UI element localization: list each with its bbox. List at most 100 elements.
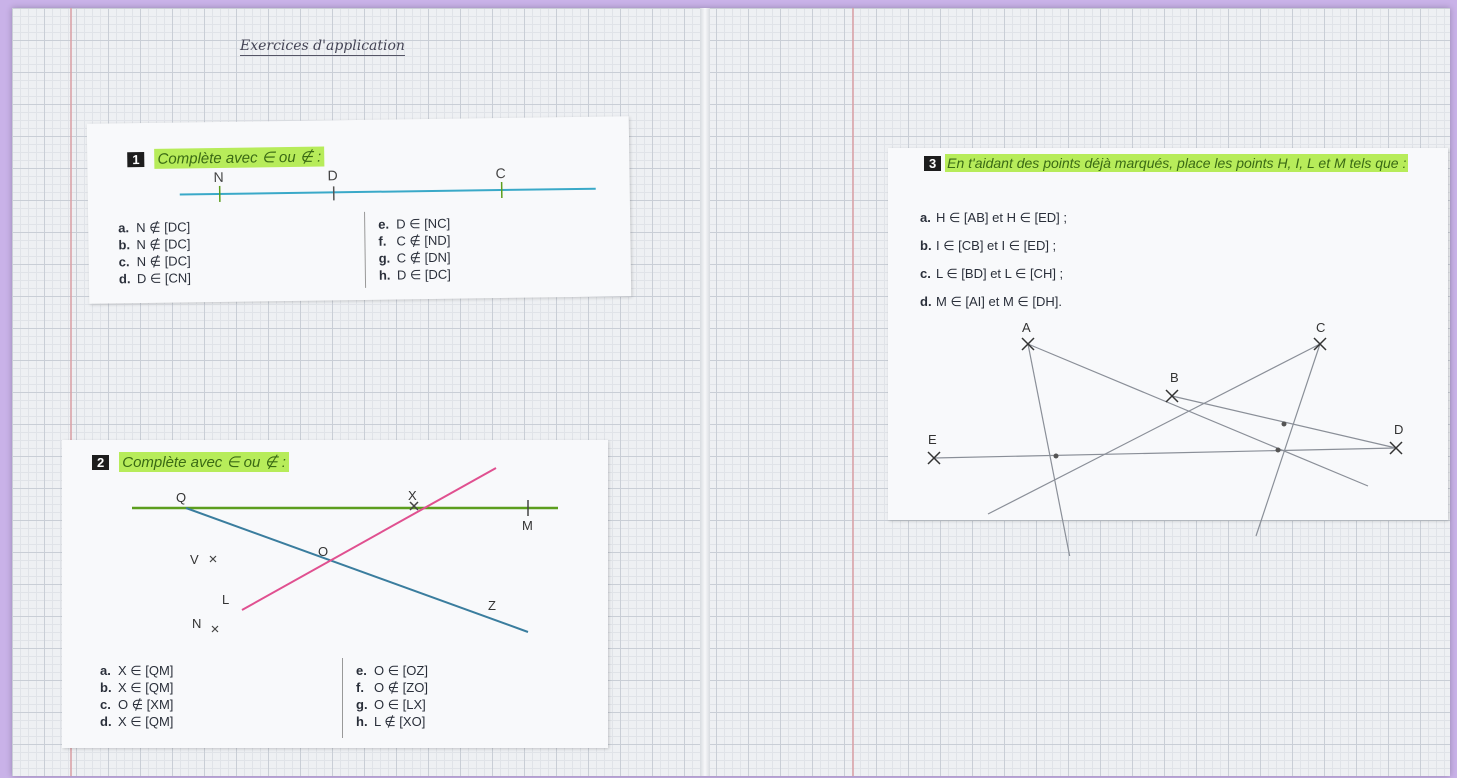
condition-row: c.L ∈ [BD] et L ∈ [CH] ; <box>920 260 1067 288</box>
right-page-margin-line <box>852 8 854 776</box>
answer-text: N ∉ [DC] <box>136 236 191 253</box>
answer-row: f.C ∉ [ND] <box>378 232 450 250</box>
exercise-2-figure: Q X M V O L N Z <box>132 467 558 633</box>
condition-letter: d. <box>920 294 932 309</box>
label-c: C <box>495 165 505 181</box>
answer-text: D ∈ [DC] <box>396 266 451 283</box>
label-e: E <box>928 432 937 447</box>
answer-text: L ∉ [XO] <box>374 714 426 729</box>
label-b: B <box>1170 370 1179 385</box>
exercise-3-header: 3 En t'aidant des points déjà marqués, p… <box>924 154 1436 172</box>
answer-letter: g. <box>356 697 368 712</box>
exercise-1-right-answers: e. D ∈ [NC] f.C ∉ [ND] g.C ∉ [DN] h. D ∈ [… <box>378 215 451 284</box>
point-i <box>1275 447 1281 453</box>
mark-c <box>1313 337 1327 351</box>
answer-row: d.D ∈ [CN] <box>119 269 191 287</box>
exercise-3-figure: A C B E D <box>927 320 1403 556</box>
mark-d <box>1389 441 1403 455</box>
answer-text: O ∉ [ZO] <box>374 680 428 695</box>
handwritten-title: Exercices d'application <box>240 38 405 56</box>
line-ndc <box>179 187 596 196</box>
answer-row: a. X ∈ [QM] <box>100 662 173 679</box>
answer-row: d.X ∈ [QM] <box>100 713 173 730</box>
point-l <box>1281 421 1287 427</box>
label-o: O <box>318 544 328 559</box>
exercise-3-card: 3 En t'aidant des points déjà marqués, p… <box>888 148 1448 556</box>
label-l: L <box>222 592 229 607</box>
label-q: Q <box>176 490 186 505</box>
answer-row: e. O ∈ [OZ] <box>356 662 428 679</box>
line-ab-extended <box>1027 343 1369 487</box>
label-v: V <box>190 552 199 567</box>
answer-text: O ∈ [OZ] <box>374 663 428 678</box>
answer-letter: c. <box>118 254 130 270</box>
condition-text: H ∈ [AB] et H ∈ [ED] ; <box>936 210 1068 225</box>
exercise-3-items: a. H ∈ [AB] et H ∈ [ED] ; b. I ∈ [CB] et I… <box>920 204 1067 316</box>
condition-row: b. I ∈ [CB] et I ∈ [ED] ; <box>920 232 1067 260</box>
exercise-2-instruction: Complète avec ∈ ou ∉ : <box>119 452 289 472</box>
exercise-3-instruction: En t'aidant des points déjà marqués, pla… <box>945 154 1409 172</box>
condition-text: L ∈ [BD] et L ∈ [CH] ; <box>936 266 1064 281</box>
answer-row: b. X ∈ [QM] <box>100 679 173 696</box>
answer-text: O ∈ [LX] <box>374 697 426 712</box>
answer-row: e. D ∈ [NC] <box>378 215 450 233</box>
exercise-1-left-answers: a.N ∉ [DC] b.N ∉ [DC] c.N ∉ [DC] d.D ∈ [… <box>118 218 191 287</box>
label-n: N <box>213 169 223 185</box>
mark-n <box>211 625 219 633</box>
mark-v <box>209 555 217 563</box>
answer-letter: d. <box>118 271 131 287</box>
answer-text: O ∉ [XM] <box>118 697 174 712</box>
condition-letter: a. <box>920 210 931 225</box>
answer-letter: d. <box>100 714 112 729</box>
answer-row: g.C ∉ [DN] <box>379 249 451 267</box>
exercise-2-header: 2 Complète avec ∈ ou ∉ : <box>92 452 289 472</box>
answer-text: N ∉ [DC] <box>136 219 191 236</box>
answer-letter: g. <box>378 250 391 266</box>
answer-row: h. D ∈ [DC] <box>379 266 451 284</box>
line-ch <box>1255 343 1321 537</box>
exercise-2-number: 2 <box>92 454 110 470</box>
label-z: Z <box>488 598 496 613</box>
answer-text: X ∈ [QM] <box>118 663 174 678</box>
condition-text: I ∈ [CB] et I ∈ [ED] ; <box>936 238 1057 253</box>
answer-letter: c. <box>100 697 111 712</box>
label-a: A <box>1022 320 1031 335</box>
answer-letter: a. <box>100 663 111 678</box>
line-ed <box>933 447 1397 459</box>
answer-row: f. O ∉ [ZO] <box>356 679 428 696</box>
exercise-3-number: 3 <box>924 156 942 171</box>
answer-letter: h. <box>356 714 368 729</box>
line-qz <box>185 507 529 633</box>
condition-text: M ∈ [AI] et M ∈ [DH]. <box>936 294 1062 309</box>
mark-a <box>1021 337 1035 351</box>
answer-letter: e. <box>378 216 390 232</box>
answer-row: c. N ∉ [DC] <box>119 252 191 270</box>
exercise-2-divider <box>342 658 343 738</box>
answer-row: h. L ∉ [XO] <box>356 713 428 730</box>
label-d: D <box>327 167 337 183</box>
left-page-margin-line <box>70 8 72 776</box>
answer-text: D ∈ [NC] <box>396 215 451 232</box>
notebook-spread: Exercices d'application 1 Complète avec … <box>12 8 1450 776</box>
answer-letter: b. <box>100 680 112 695</box>
answer-letter: f. <box>378 233 387 249</box>
line-lx <box>241 467 497 611</box>
condition-letter: b. <box>920 238 932 253</box>
mark-b <box>1165 389 1179 403</box>
condition-row: a. H ∈ [AB] et H ∈ [ED] ; <box>920 204 1067 232</box>
exercise-1-card: 1 Complète avec ∈ ou ∉ : N D C a.N ∉ [DC… <box>86 116 632 304</box>
label-c: C <box>1316 320 1325 335</box>
answer-text: X ∈ [QM] <box>118 680 174 695</box>
answer-row: c. O ∉ [XM] <box>100 696 173 713</box>
answer-text: N ∉ [DC] <box>136 253 191 270</box>
label-m: M <box>522 518 533 533</box>
answer-letter: h. <box>378 267 391 283</box>
line-ai <box>1027 343 1071 556</box>
answer-letter: e. <box>356 663 367 678</box>
exercise-2-card: 2 Complète avec ∈ ou ∉ : Q X M V O L N Z… <box>62 440 608 748</box>
label-n: N <box>192 616 201 631</box>
condition-row: d. M ∈ [AI] et M ∈ [DH]. <box>920 288 1067 316</box>
answer-letter: f. <box>356 680 364 695</box>
line-cb-extended <box>987 343 1321 515</box>
label-x: X <box>408 488 417 503</box>
